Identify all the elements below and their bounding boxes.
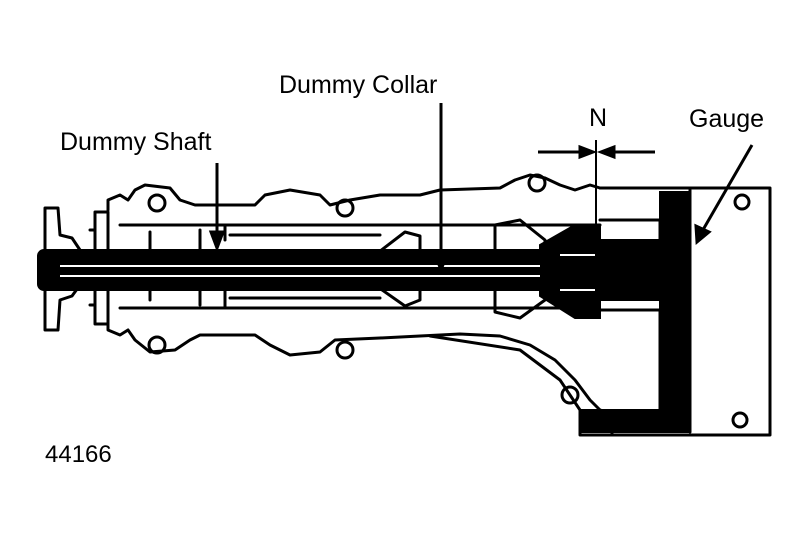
housing-upper-outline [106,173,602,212]
gauge-bolt [733,193,751,211]
n-dimension-label: N [589,104,608,132]
gauge-dark-band [659,191,689,433]
bolt-hole [335,198,355,218]
bolt-hole [147,335,167,355]
gauge-bolt [731,411,749,429]
n-arrowhead-right [596,144,616,160]
housing-tail-lines [428,334,614,437]
dummy-shaft-arrowhead [208,230,226,253]
bolt-hole [560,385,580,405]
dummy-shaft-body [37,249,559,291]
housing-inner-bore [118,223,602,310]
housing-lower-outline [106,316,614,416]
figure-number: 44166 [45,441,112,468]
gauge-leader [698,144,754,236]
gauge-label: Gauge [689,105,765,133]
bearing-race-lines [223,223,382,310]
gauge-plunger [599,239,661,301]
dummy-shaft-label: Dummy Shaft [60,128,212,156]
n-arrowhead-left [578,144,598,160]
dummy-collar-arrowhead [432,252,450,275]
bolt-hole [335,340,355,360]
dummy-collar-label: Dummy Collar [279,71,438,99]
pinion-head [539,224,601,319]
pinion-highlight [560,254,595,291]
bolt-hole [527,173,547,193]
bolt-hole [147,193,167,213]
shaft-highlight [60,265,540,277]
gauge-arrowhead [694,223,712,246]
housing-dark-end [579,409,691,433]
